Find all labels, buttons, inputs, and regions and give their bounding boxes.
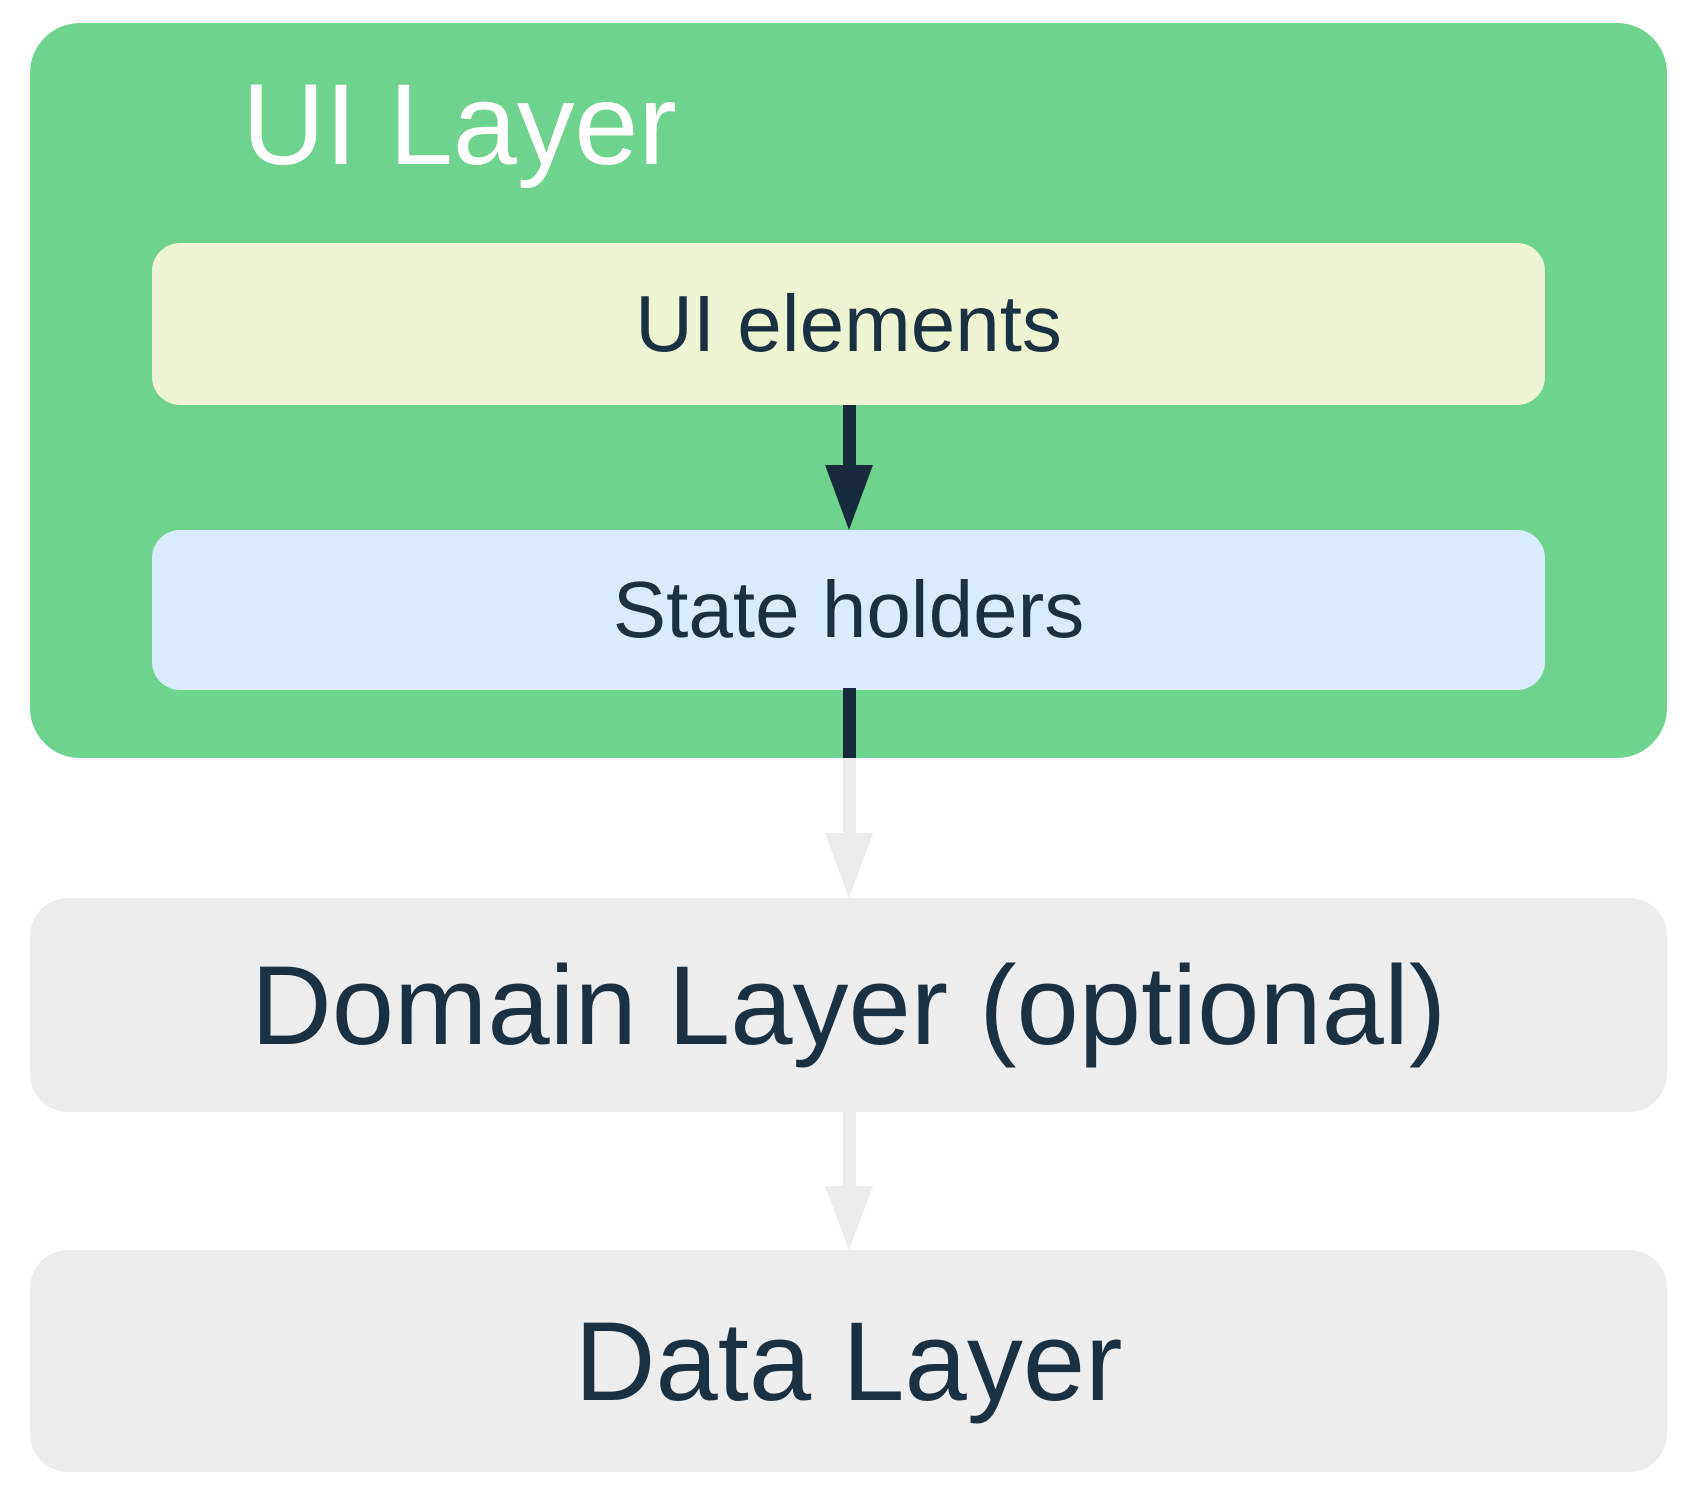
domain-layer-label: Domain Layer (optional) [250,942,1447,1068]
ui-elements-label: UI elements [635,279,1062,368]
arrow-down-icon [825,465,873,530]
data-layer-box: Data Layer [30,1250,1667,1472]
arrow-shaft [843,1112,856,1190]
ui-layer-container: UI Layer UI elements State holders [30,23,1667,758]
arrow-shaft [843,688,856,758]
data-layer-label: Data Layer [574,1298,1123,1424]
arrow-shaft [843,758,856,834]
arrow-down-icon [825,833,873,898]
domain-layer-box: Domain Layer (optional) [30,898,1667,1112]
ui-layer-title: UI Layer [242,61,677,189]
state-holders-box: State holders [152,530,1545,690]
state-holders-label: State holders [612,565,1085,654]
ui-elements-box: UI elements [152,243,1545,405]
arrow-down-icon [825,1186,873,1250]
arrow-shaft [843,405,856,467]
